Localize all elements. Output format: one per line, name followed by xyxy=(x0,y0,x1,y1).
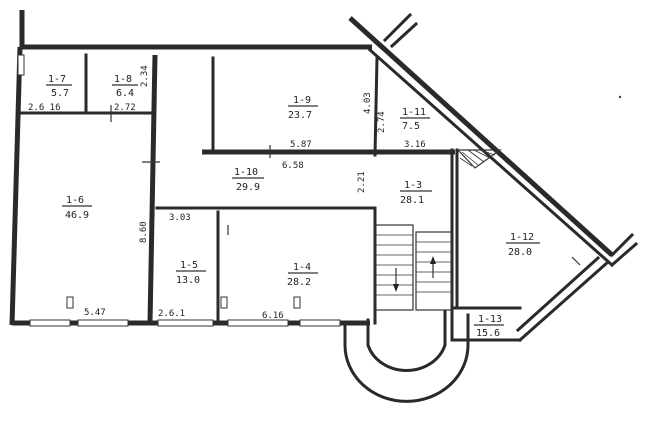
room-id: 1-6 xyxy=(66,195,84,206)
stair-hatch-upper xyxy=(456,149,502,169)
room-id: 1-13 xyxy=(478,314,502,325)
room-1-10: 1-10 29.9 xyxy=(232,167,264,193)
dim-2-21: 2.21 xyxy=(357,171,367,193)
room-area: 28.0 xyxy=(508,247,532,258)
room-1-6: 1-6 46.9 xyxy=(62,195,92,221)
outer-walls xyxy=(9,10,639,343)
dim-3-03: 3.03 xyxy=(169,213,191,223)
room-1-7: 1-7 5.7 xyxy=(46,74,72,99)
dim-6-16: 6.16 xyxy=(262,311,284,321)
room-id: 1-10 xyxy=(234,167,258,178)
room-1-11: 1-11 7.5 xyxy=(400,107,430,132)
room-id: 1-5 xyxy=(180,260,198,271)
room-id: 1-3 xyxy=(404,180,422,191)
main-staircase xyxy=(374,224,453,311)
stray-dot xyxy=(618,95,622,99)
dim-5-87: 5.87 xyxy=(290,140,312,150)
room-1-9: 1-9 23.7 xyxy=(288,95,318,121)
dim-8-60: 8.60 xyxy=(139,221,149,243)
room-area: 13.0 xyxy=(176,275,200,286)
room-id: 1-8 xyxy=(114,74,132,85)
room-1-8: 1-8 6.4 xyxy=(112,74,138,99)
room-area: 29.9 xyxy=(236,182,260,193)
room-area: 28.1 xyxy=(400,195,424,206)
window-marks xyxy=(17,54,341,327)
room-area: 15.6 xyxy=(476,328,500,339)
room-1-5: 1-5 13.0 xyxy=(176,260,206,286)
dim-2-616: 2.6 16 xyxy=(28,103,61,113)
dim-6-58: 6.58 xyxy=(282,161,304,171)
room-id: 1-4 xyxy=(293,262,311,273)
room-1-4: 1-4 28.2 xyxy=(287,262,318,288)
radiator-markers xyxy=(66,296,301,309)
dim-2-72: 2.72 xyxy=(114,103,136,113)
dim-2-74: 2.74 xyxy=(377,111,387,133)
room-area: 28.2 xyxy=(287,277,311,288)
room-area: 6.4 xyxy=(116,88,134,99)
room-id: 1-11 xyxy=(402,107,426,118)
dim-2-61: 2.6.1 xyxy=(158,309,185,319)
dim-2-34: 2.34 xyxy=(140,65,150,87)
room-area: 5.7 xyxy=(51,88,69,99)
room-1-3: 1-3 28.1 xyxy=(400,180,432,206)
room-1-12: 1-12 28.0 xyxy=(506,232,540,258)
room-1-13: 1-13 15.6 xyxy=(474,314,504,339)
room-id: 1-12 xyxy=(510,232,534,243)
interior-walls xyxy=(18,53,459,342)
semicircular-bay xyxy=(343,310,470,403)
dim-5-47: 5.47 xyxy=(84,308,106,318)
room-area: 7.5 xyxy=(402,121,420,132)
dim-3-16: 3.16 xyxy=(404,140,426,150)
room-id: 1-9 xyxy=(293,95,311,106)
room-labels: 1-7 5.7 1-8 6.4 1-9 23.7 1-11 7.5 1-6 46… xyxy=(46,74,540,339)
dim-4-03: 4.03 xyxy=(363,92,373,114)
room-id: 1-7 xyxy=(48,74,66,85)
room-area: 23.7 xyxy=(288,110,312,121)
dimension-labels: 2.34 2.6 16 2.72 4.03 5.87 3.16 6.58 2.7… xyxy=(28,65,426,321)
room-area: 46.9 xyxy=(65,210,89,221)
tick-marks xyxy=(110,105,581,266)
